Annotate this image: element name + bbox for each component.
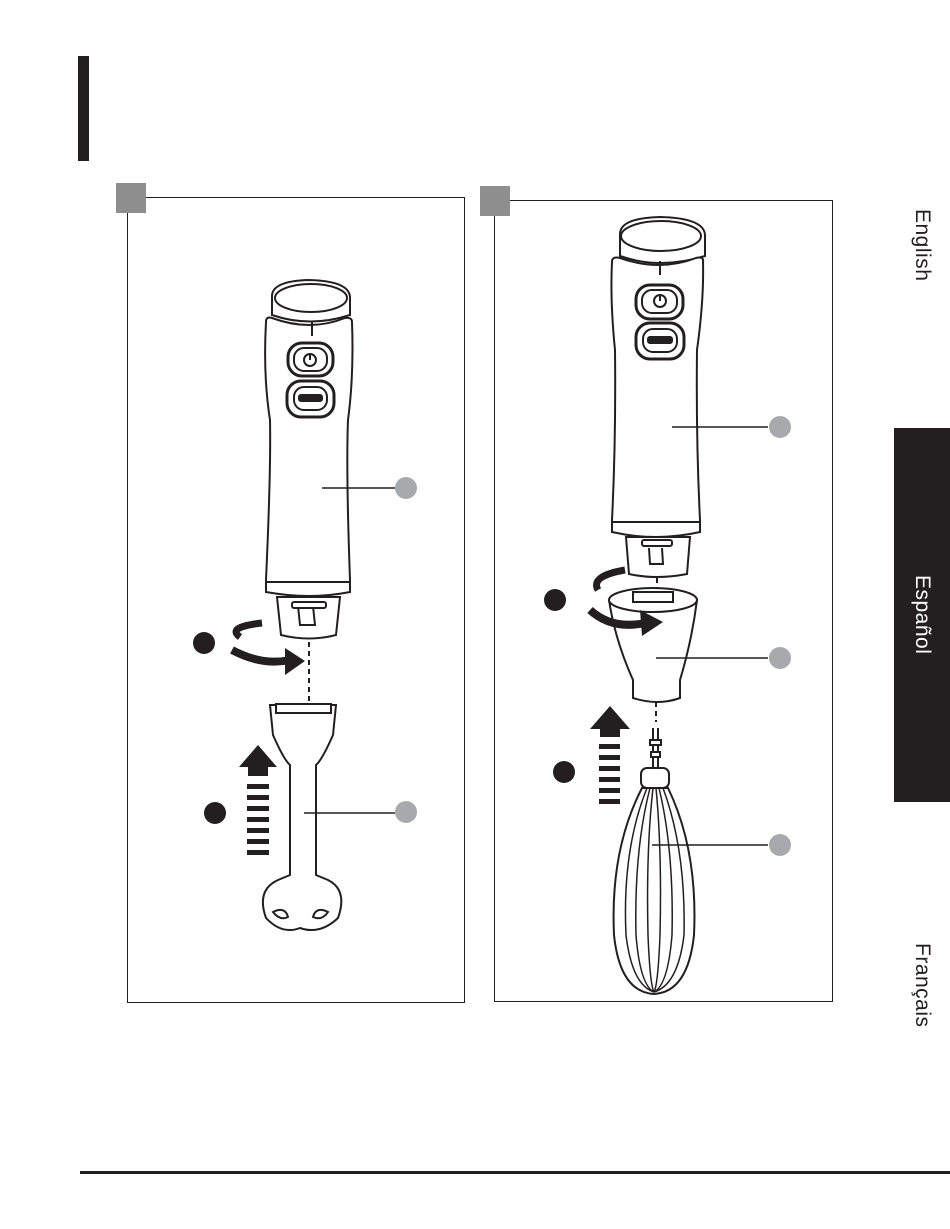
whisk-illustration — [614, 728, 695, 994]
step-marker — [193, 632, 215, 654]
language-tab-francais[interactable]: Français — [894, 925, 950, 1045]
language-tab-english[interactable]: English — [894, 190, 950, 300]
whisk-adapter-illustration — [609, 588, 697, 702]
step-marker — [204, 802, 226, 824]
motor-body-illustration — [611, 217, 705, 577]
language-tab-label: Français — [910, 943, 934, 1028]
footer-rule — [80, 1171, 950, 1174]
language-tab-label: Español — [910, 575, 934, 654]
push-up-arrow — [590, 706, 630, 804]
power-button-illustration — [636, 285, 683, 319]
turbo-button-illustration — [636, 323, 684, 359]
language-tab-espanol[interactable]: Español — [894, 428, 950, 802]
language-tab-label: English — [910, 209, 934, 281]
push-up-arrow — [239, 745, 277, 855]
step-marker — [553, 761, 575, 783]
turbo-button-illustration — [287, 381, 334, 417]
power-button-illustration — [288, 343, 333, 376]
step-marker — [544, 589, 566, 611]
blending-shaft-illustration — [263, 704, 341, 930]
callout-blending-shaft — [304, 801, 417, 823]
motor-body-illustration — [265, 280, 352, 639]
